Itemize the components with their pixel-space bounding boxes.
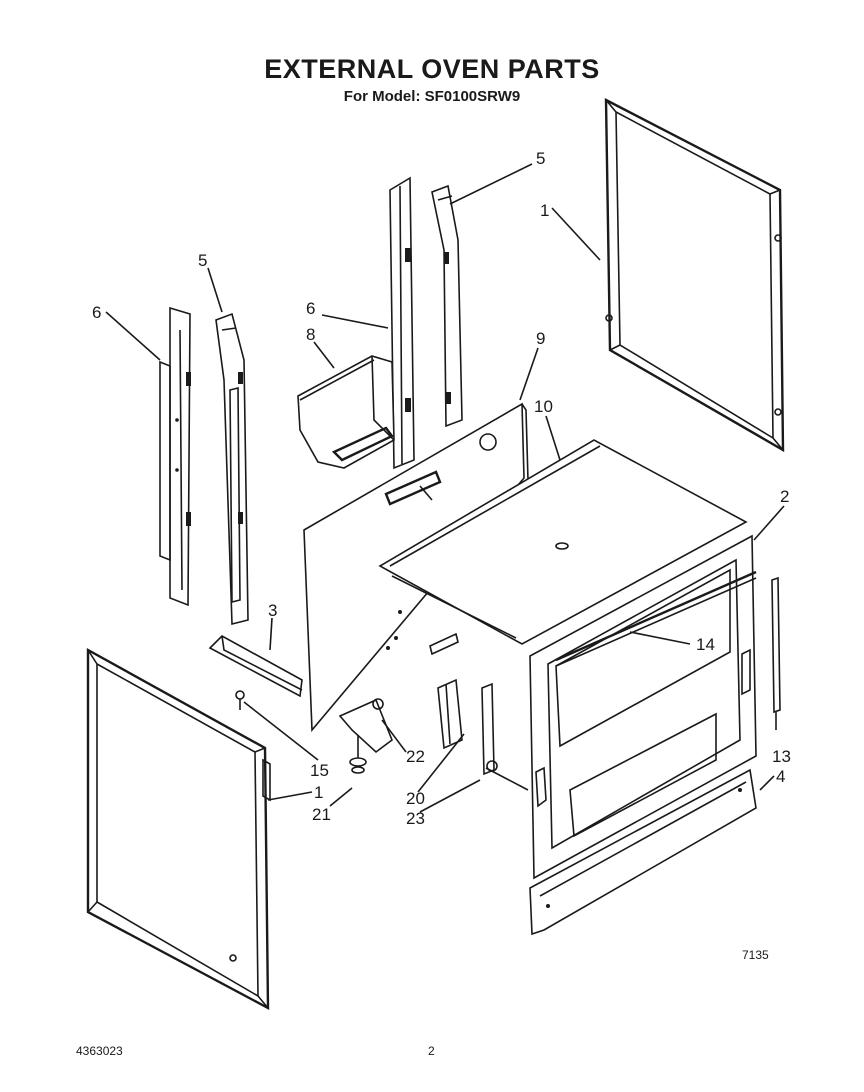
part-front-trim-left (215, 312, 249, 626)
callout-21: 21 (312, 805, 331, 824)
callout-1-lower: 1 (314, 783, 323, 802)
callout-20: 20 (406, 789, 425, 808)
callout-13: 13 (772, 747, 791, 766)
callout-15: 15 (310, 761, 329, 780)
part-leg-bracket (338, 698, 393, 754)
callout-1-upper: 1 (540, 201, 549, 220)
callout-8: 8 (306, 325, 315, 344)
part-side-trim-left (159, 306, 191, 607)
page-title: EXTERNAL OVEN PARTS (264, 54, 600, 84)
callout-23: 23 (406, 809, 425, 828)
callout-22: 22 (406, 747, 425, 766)
part-front-frame (529, 534, 757, 880)
page-number: 2 (428, 1044, 435, 1058)
callout-14: 14 (696, 635, 715, 654)
part-screw (235, 690, 245, 710)
part-side-panel-left (86, 647, 271, 1011)
part-bottom-rail (208, 635, 303, 698)
callout-5-center: 5 (536, 149, 545, 168)
callout-5-left: 5 (198, 251, 207, 270)
part-trim-strip (555, 570, 757, 667)
part-front-trim-center (431, 184, 463, 428)
figure-code: 7135 (742, 948, 769, 962)
callout-4: 4 (776, 767, 785, 786)
part-vertical-strip (771, 576, 781, 714)
callout-6-center: 6 (306, 299, 315, 318)
callout-6-left: 6 (92, 303, 101, 322)
part-leveling-leg (349, 735, 367, 774)
callout-10: 10 (534, 397, 553, 416)
part-kick-panel (529, 768, 757, 936)
model-subtitle: For Model: SF0100SRW9 (343, 88, 521, 105)
part-top-panel (378, 439, 748, 645)
callout-9: 9 (536, 329, 545, 348)
part-vent-duct (297, 355, 395, 469)
part-side-panel-right (604, 98, 785, 453)
part-bracket (437, 678, 463, 750)
callout-3: 3 (268, 601, 277, 620)
callout-labels: 1 1 2 3 4 5 5 6 6 8 9 10 13 14 15 20 21 … (92, 149, 791, 828)
part-hinge (481, 682, 529, 791)
document-part-number: 4363023 (76, 1044, 123, 1058)
callout-2: 2 (780, 487, 789, 506)
leader-lines (105, 163, 785, 813)
